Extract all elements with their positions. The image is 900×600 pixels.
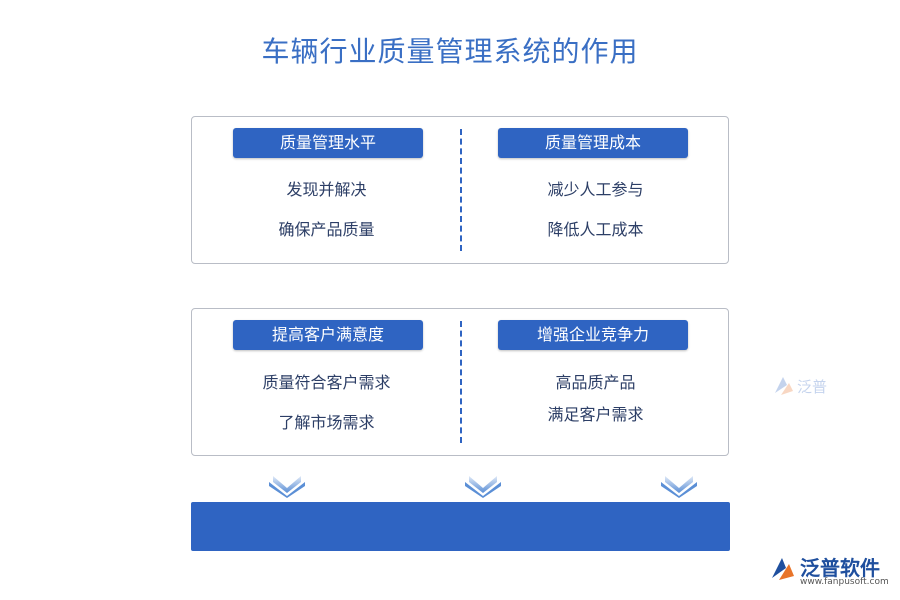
heading-competitiveness: 增强企业竞争力 [498,320,688,350]
svg-text:泛普: 泛普 [797,378,827,396]
dashed-divider [460,321,462,443]
fanpu-logo-icon [772,558,794,580]
heading-customer-satisfaction: 提高客户满意度 [233,320,423,350]
list-item: 确保产品质量 [278,220,375,239]
chevron-down-arrow-icon [465,476,501,498]
list-item: 发现并解决 [286,180,367,199]
list-item: 了解市场需求 [278,413,375,432]
panel-quality-level-cost: 质量管理水平 发现并解决 确保产品质量 质量管理成本 减少人工参与 降低人工成本 [191,116,729,264]
watermark-logo-icon: 泛普 [771,371,831,405]
column-customer-satisfaction: 提高客户满意度 质量符合客户需求 了解市场需求 [192,309,461,455]
panel-satisfaction-competitiveness: 提高客户满意度 质量符合客户需求 了解市场需求 增强企业竞争力 泛普 高品质产品… [191,308,827,456]
column-quality-level: 质量管理水平 发现并解决 确保产品质量 [192,117,461,263]
list-item: 质量符合客户需求 [262,373,391,392]
chevron-down-arrow-icon [269,476,305,498]
list-item: 降低人工成本 [547,220,644,239]
result-bar [191,502,730,551]
page-title: 车辆行业质量管理系统的作用 [261,35,639,68]
chevron-down-arrow-icon [661,476,697,498]
heading-quality-cost: 质量管理成本 [498,128,688,158]
logo-name: 泛普软件 [800,556,880,580]
list-item: 满足客户需求 [547,405,644,424]
column-competitiveness: 增强企业竞争力 泛普 高品质产品 满足客户需求 [461,309,827,455]
heading-quality-level: 质量管理水平 [233,128,423,158]
column-quality-cost: 质量管理成本 减少人工参与 降低人工成本 [461,117,730,263]
list-item: 高品质产品 [555,373,636,392]
dashed-divider [460,129,462,251]
list-item: 减少人工参与 [547,180,644,199]
logo-url: www.fanpusoft.com [800,577,889,587]
